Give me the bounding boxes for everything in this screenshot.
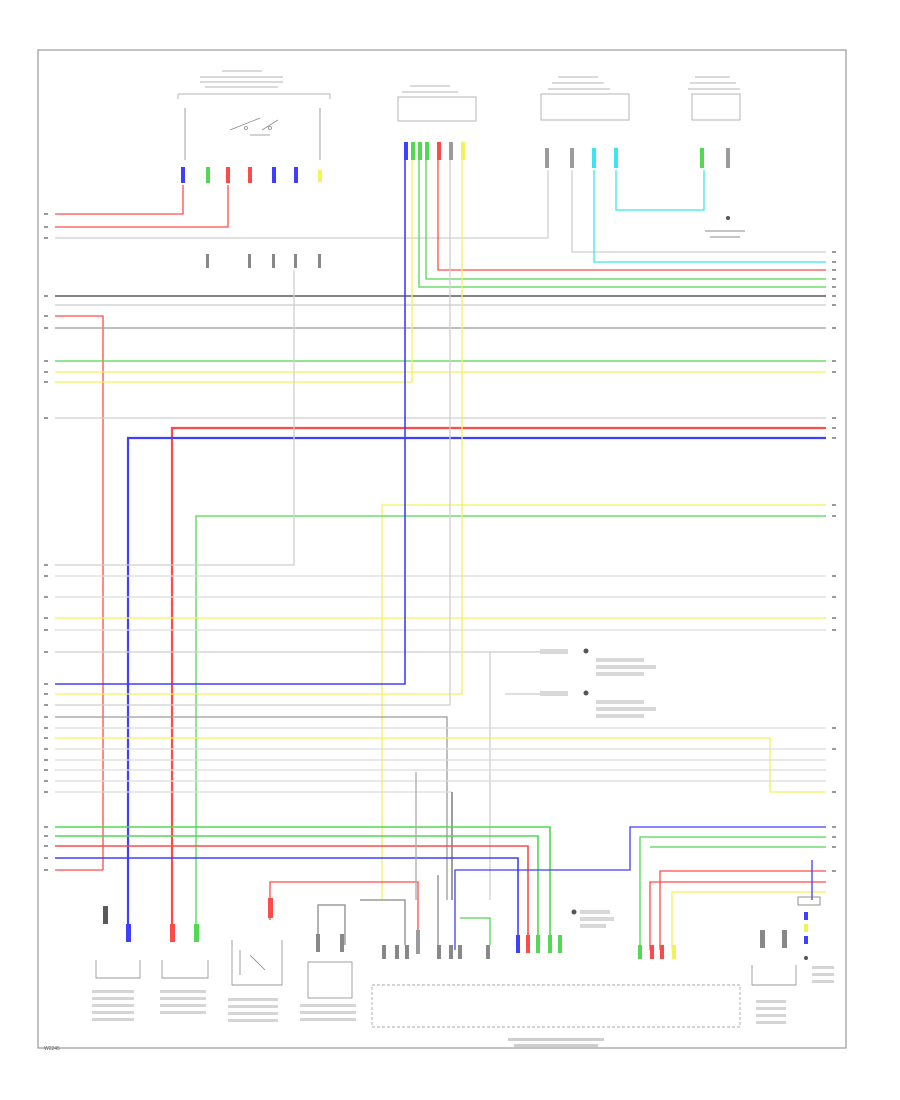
bottom-sensor-1 (92, 906, 141, 1021)
bottom-sensor-2 (160, 924, 209, 1014)
diagram-code-label: W2245 (44, 1046, 60, 1052)
bottom-right-sensor (751, 896, 834, 1024)
cross-reference-upper (490, 648, 656, 676)
top-connector-pins (181, 142, 730, 183)
mid-connector-pins (206, 254, 321, 268)
component-header-ac-pressure (177, 70, 331, 99)
ac-switch-body (184, 108, 321, 160)
bottom-component-4 (300, 934, 356, 1021)
ground-symbol-right (705, 216, 745, 238)
component-header-sensor-left (688, 76, 741, 121)
cross-reference-lower (505, 690, 656, 718)
diagram-frame (37, 49, 847, 1049)
left-pin-ticks (44, 213, 48, 871)
engine-control-unit (371, 930, 741, 1047)
bottom-switch-3 (228, 898, 283, 1022)
component-header-sensor-right (540, 76, 630, 121)
ecu-ground-reference (571, 909, 614, 928)
right-pin-ticks (832, 251, 836, 872)
wire-network (55, 160, 826, 950)
component-header-transmission (397, 85, 477, 122)
